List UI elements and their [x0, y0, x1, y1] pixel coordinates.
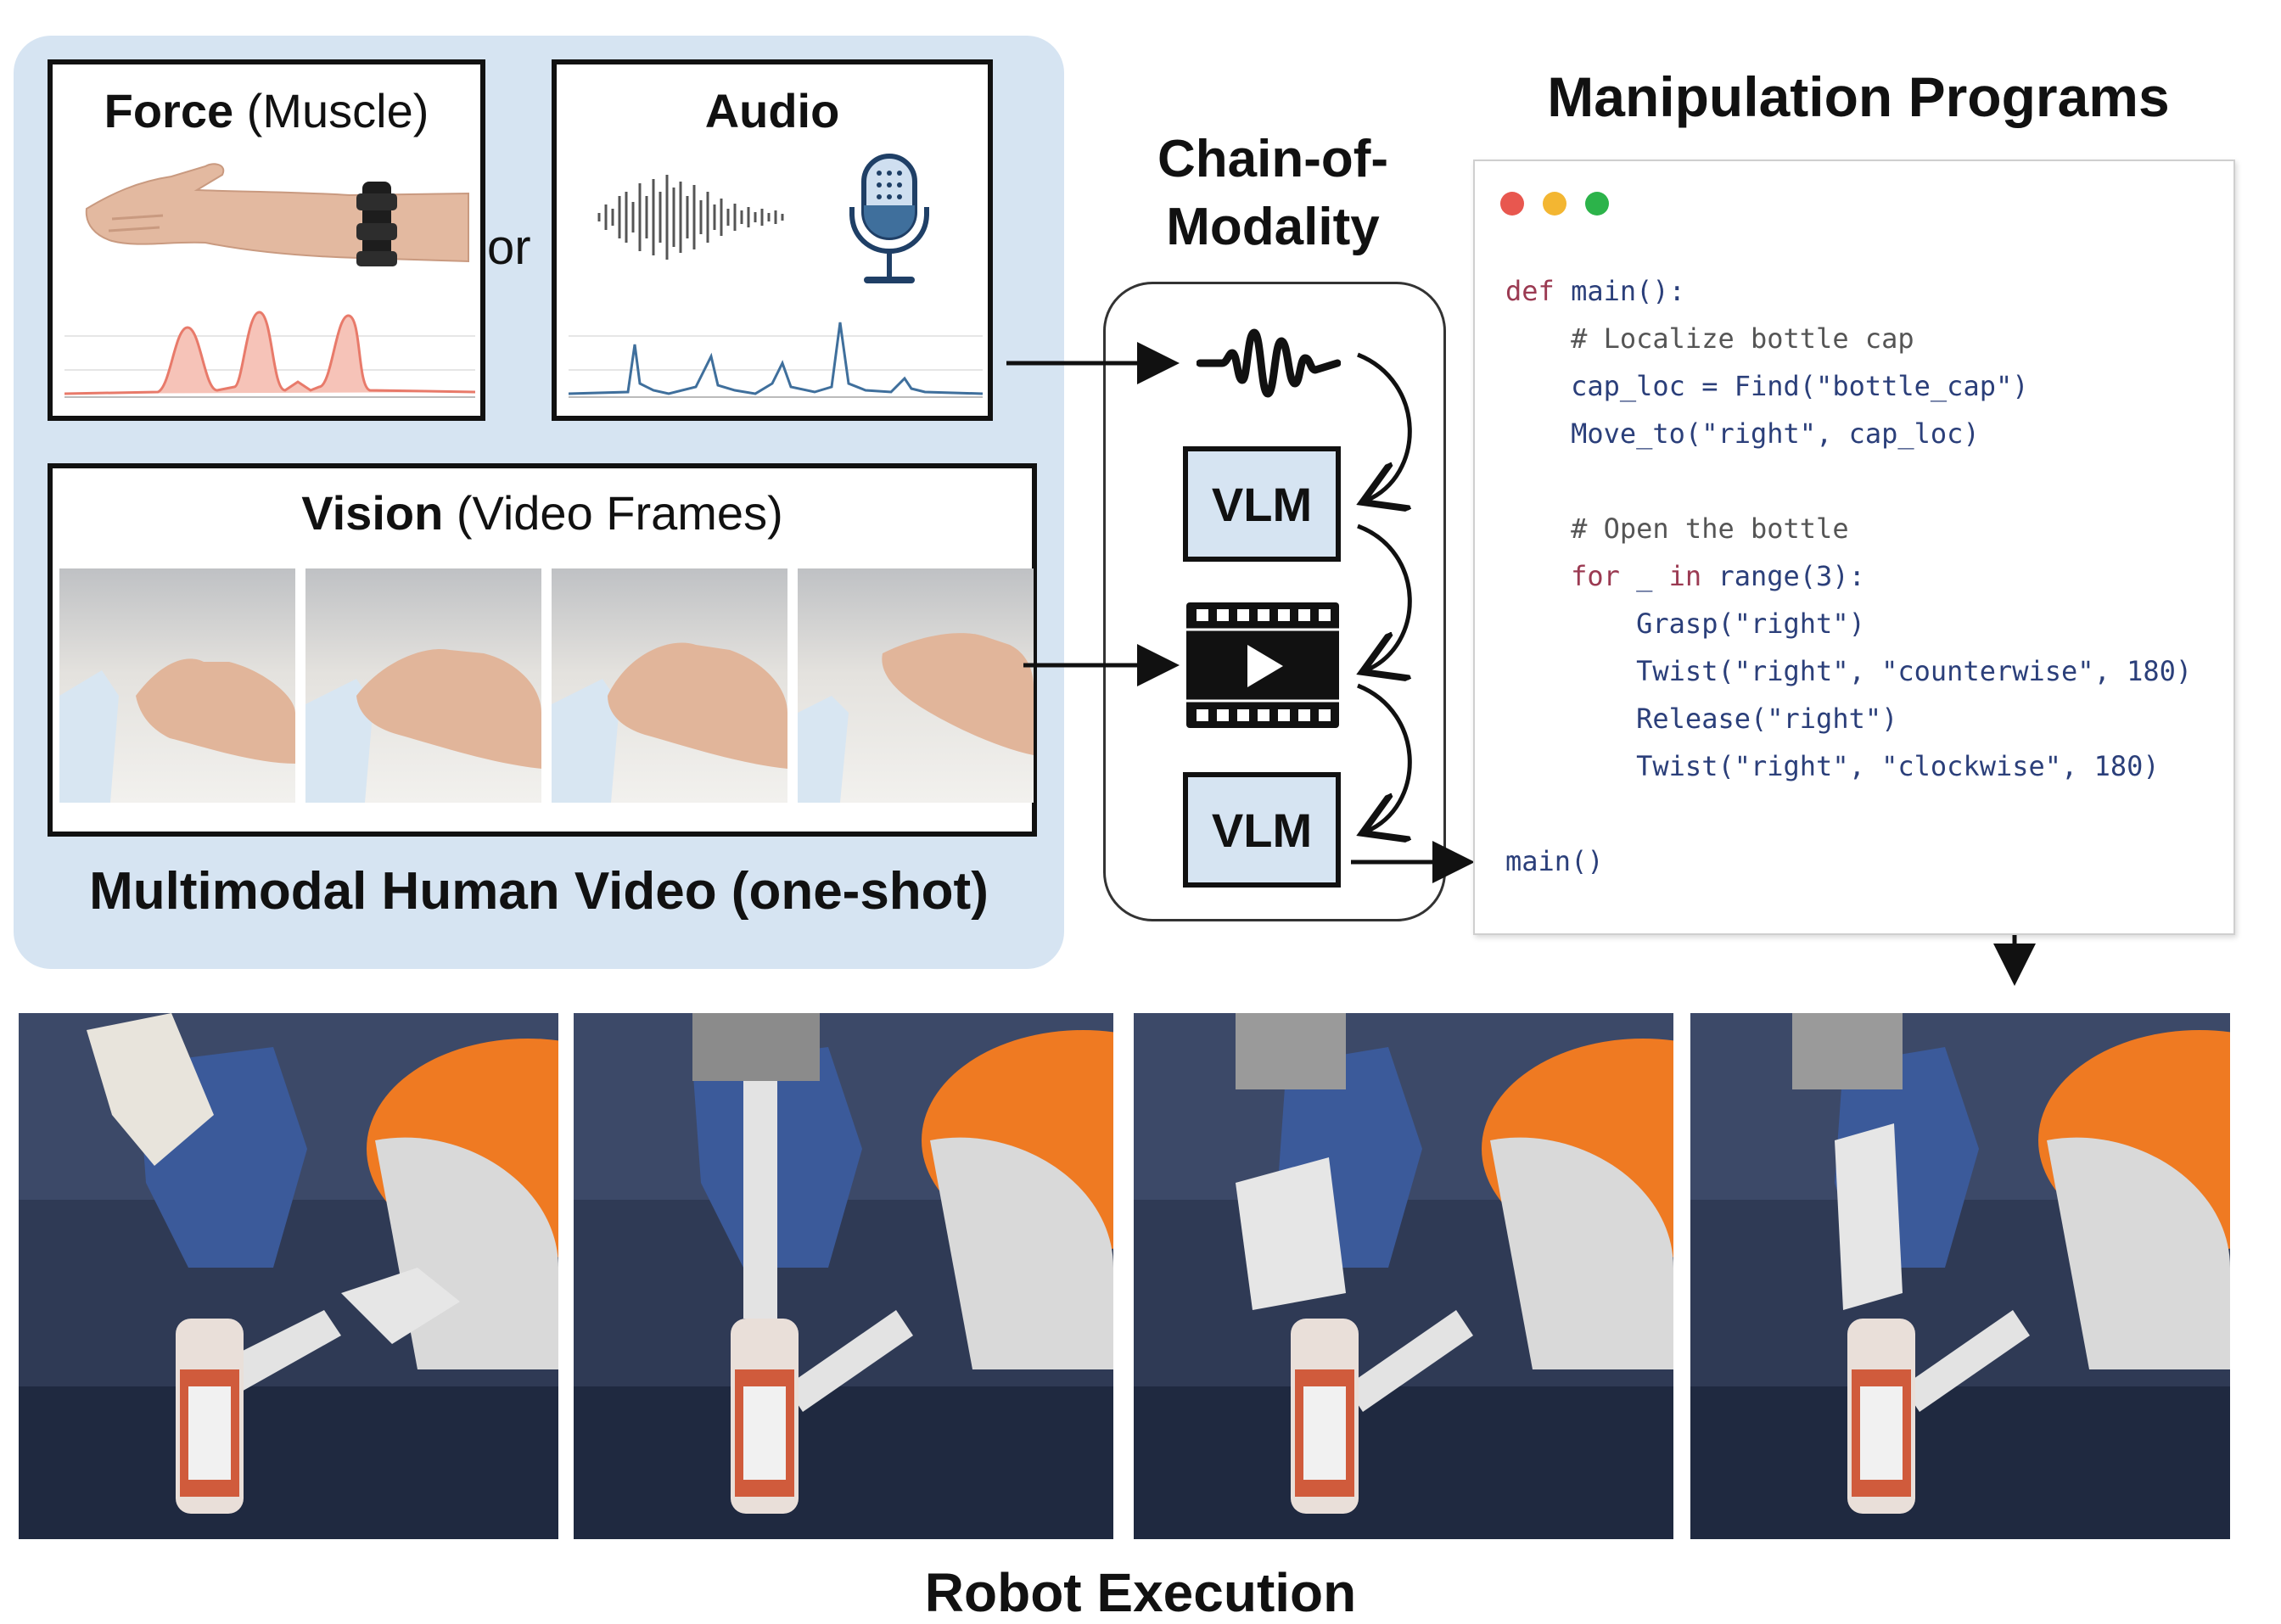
vlm-box-2: VLM [1183, 772, 1341, 888]
microphone-icon [849, 154, 929, 283]
multimodal-caption: Multimodal Human Video (one-shot) [89, 862, 989, 921]
audio-waveform-image [597, 175, 784, 260]
audio-title: Audio [704, 84, 840, 137]
window-close-dot [1500, 192, 1524, 216]
force-box: Force (Muscle) [48, 59, 485, 421]
robot-frame-2 [574, 1013, 1113, 1539]
code-line: def main(): [1505, 275, 1685, 307]
code-line: Twist("right", "counterwise", 180) [1505, 655, 2193, 687]
code-line: for _ in range(3): [1571, 560, 1865, 592]
code-line: Twist("right", "clockwise", 180) [1505, 750, 2160, 782]
force-signal-plot [64, 302, 475, 409]
vision-box: Vision (Video Frames) [48, 463, 1037, 837]
code-line: cap_loc = Find("bottle_cap") [1505, 370, 2029, 402]
code-line: # Localize bottle cap [1505, 322, 1914, 355]
code-line: Release("right") [1505, 703, 1898, 735]
code-line: main() [1505, 845, 1604, 877]
force-title: Force (Muscle) [104, 84, 429, 137]
audio-signal-plot [569, 302, 983, 409]
or-label: or [487, 220, 531, 275]
code-line: Grasp("right") [1505, 608, 1865, 640]
vlm-box-1: VLM [1183, 446, 1341, 562]
robot-frame-4 [1690, 1013, 2230, 1539]
code-line: Move_to("right", cap_loc) [1505, 417, 1980, 450]
film-play-icon [1186, 602, 1339, 728]
manipulation-programs-title: Manipulation Programs [1547, 65, 2170, 128]
window-maximize-dot [1585, 192, 1609, 216]
vision-title: Vision (Video Frames) [301, 486, 783, 540]
human-video-frames [59, 568, 1034, 803]
robot-frame-3 [1134, 1013, 1673, 1539]
robot-execution-caption: Robot Execution [924, 1562, 1357, 1623]
code-line: # Open the bottle [1505, 512, 1849, 545]
audio-box: Audio [552, 59, 993, 421]
waveform-icon [1197, 328, 1341, 398]
arm-with-band-image [85, 163, 469, 266]
chain-of-modality-title: Chain-of- Modality [1157, 130, 1389, 256]
robot-frame-1 [19, 1013, 558, 1539]
code-window: def main(): # Localize bottle cap cap_lo… [1473, 160, 2235, 935]
window-minimize-dot [1543, 192, 1566, 216]
